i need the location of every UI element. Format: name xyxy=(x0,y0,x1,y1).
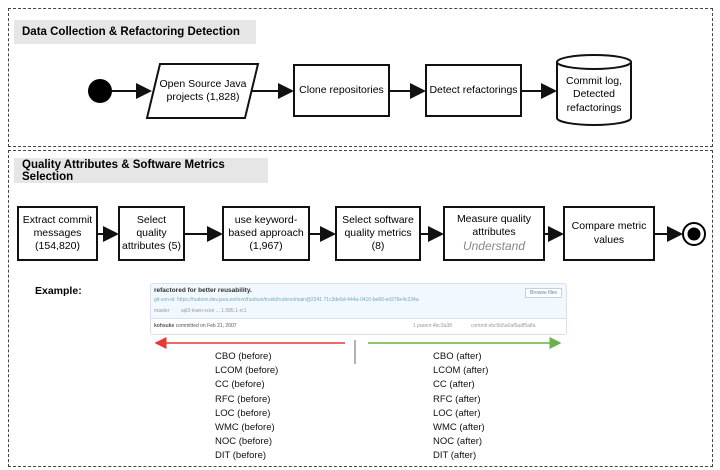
metric: DIT (before) xyxy=(215,450,267,462)
commit-hash: commit ebc5b5a0af5adf5a8a xyxy=(471,323,536,329)
step-projects: Open Source Java projects (1,828) xyxy=(159,77,247,103)
author: kohsuke xyxy=(154,323,175,329)
section-title: Data Collection & Refactoring Detection xyxy=(14,20,256,44)
step-measure-label: Measure quality attributes xyxy=(456,212,532,238)
metric: CBO (before) xyxy=(215,351,272,362)
step-clone: Clone repositories xyxy=(293,64,390,117)
step-extract: Extract commit messages (154,820) xyxy=(17,206,98,261)
step-detect: Detect refactorings xyxy=(425,64,522,117)
commit-message: refactored for better reusability. xyxy=(154,287,252,294)
input-parallelogram xyxy=(145,63,260,119)
understand-logo: Understand xyxy=(462,239,526,254)
section-title: Quality Attributes & Software Metrics Se… xyxy=(14,158,268,183)
metric: LOC (before) xyxy=(215,407,271,419)
tag: spl3-learn-core ... 1.585.1-rc1 xyxy=(181,308,247,314)
example-label: Example: xyxy=(35,285,82,297)
metric: LCOM (before) xyxy=(215,365,279,377)
step-measure: Measure quality attributes Understand xyxy=(443,206,545,261)
metric: WMC (before) xyxy=(215,422,275,434)
metric: CC (before) xyxy=(215,379,265,391)
browse-files-button[interactable]: Browse files xyxy=(525,288,562,298)
commit-author: kohsuke committed on Feb 21, 2007 xyxy=(154,323,237,329)
metric: CBO (after) xyxy=(433,351,482,362)
commit-screenshot: refactored for better reusability. git-s… xyxy=(150,283,567,335)
metric: RFC (after) xyxy=(433,393,481,405)
step-compare: Compare metric values xyxy=(563,206,655,261)
metric: CC (after) xyxy=(433,379,475,391)
step-select-attributes: Select quality attributes (5) xyxy=(118,206,185,261)
datastore-cylinder xyxy=(555,54,632,126)
step-select-metrics: Select software quality metrics (8) xyxy=(335,206,421,261)
metric: LOC (after) xyxy=(433,407,481,419)
start-node xyxy=(88,79,112,103)
branch: master xyxy=(154,308,170,314)
metric: WMC (after) xyxy=(433,422,485,434)
datastore-label: Commit log, Detected refactorings xyxy=(565,75,622,114)
section-quality-attributes xyxy=(8,150,713,467)
after-metrics: CBO (after) LCOM (after) CC (after) RFC (af… xyxy=(433,350,488,464)
metric: NOC (before) xyxy=(215,436,273,448)
metric: DIT (after) xyxy=(433,450,477,462)
metric: NOC (after) xyxy=(433,436,483,448)
before-metrics: CBO (before) LCOM (before) CC (before) RFC … xyxy=(215,350,278,464)
section-data-collection xyxy=(8,8,713,147)
metric: RFC (before) xyxy=(215,393,271,405)
parent: 1 parent 4bc3a38 xyxy=(413,323,452,329)
step-keyword: use keyword-based approach (1,967) xyxy=(222,206,310,261)
metric: LCOM (after) xyxy=(433,365,489,377)
commit-date: committed on Feb 21, 2007 xyxy=(175,323,237,329)
git-svn-id: git-svn-id: https://hudson.dev.java.net/… xyxy=(154,297,419,303)
